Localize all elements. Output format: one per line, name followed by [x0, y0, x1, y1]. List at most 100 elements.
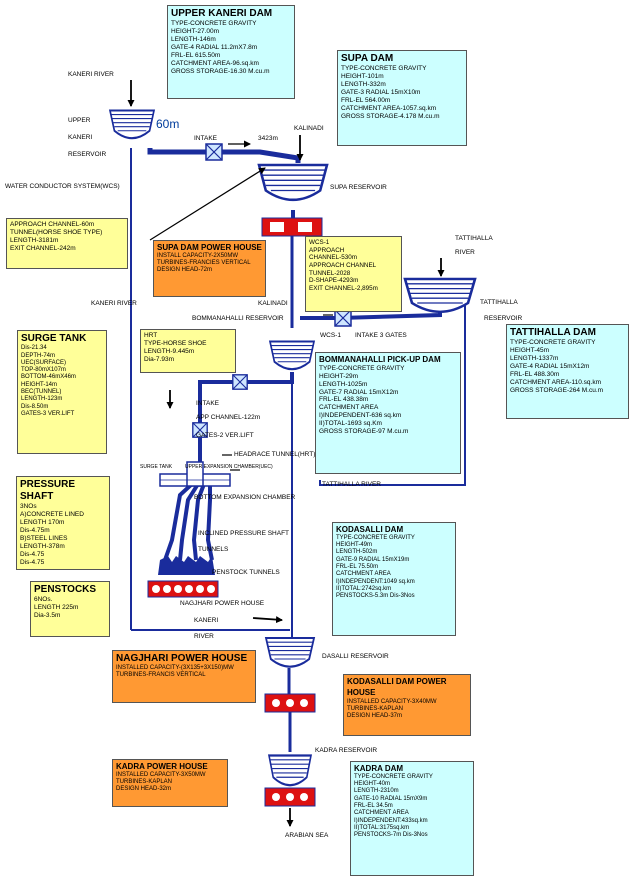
box-line: FRL-EL 488.30m	[510, 370, 560, 378]
box-line: TYPE-CONCRETE GRAVITY	[510, 339, 596, 347]
kodasalli-dam-box: KODASALLI DAM TYPE-CONCRETE GRAVITY HEIG…	[332, 522, 456, 636]
label-kaneri-low: KANERI	[194, 617, 219, 624]
box-line: GATE-9 RADIAL 15mX19m	[336, 556, 410, 563]
box-line: GATES-3 VER.LIFT	[21, 411, 75, 417]
approach-channel-box: APPROACH CHANNEL-60m TUNNEL(HORSE SHOE T…	[6, 218, 128, 269]
label-intake-top: INTAKE	[194, 135, 217, 142]
box-line: Dis-21.34	[21, 345, 47, 352]
box-line: TURBINES-FRANCIES VERTICAL	[157, 260, 251, 267]
box-line: B)STEEL LINES	[20, 535, 68, 543]
label-bec: BOTTOM EXPANSION CHAMBER	[194, 494, 296, 501]
box-line: LENGTH-9.445m	[144, 347, 195, 355]
box-line: WCS-1	[309, 239, 330, 246]
label-tattihalla-river: TATTIHALLA RIVER	[322, 481, 381, 488]
label-app-channel: APP CHANNEL-122m	[196, 414, 261, 421]
box-line: DESIGN HEAD-37m	[347, 713, 403, 720]
box-line: II)TOTAL-1693 sq.Km	[319, 420, 382, 428]
label-surge-tank-small: SURGE TANK	[140, 464, 173, 470]
wcs1-box: WCS-1 APPROACH CHANNEL-530m APPROACH CHA…	[305, 236, 402, 312]
label-kadra-res: KADRA RESERVOIR	[315, 747, 378, 754]
box-line: LENGTH 170m	[20, 519, 65, 527]
surge-tank-shape	[159, 461, 231, 487]
box-line: LENGTH-378m	[20, 542, 65, 550]
supa-power-house-title: SUPA DAM POWER HOUSE	[157, 243, 262, 252]
kadra-power-house-title: KADRA POWER HOUSE	[116, 762, 208, 771]
label-3423m: 3423m	[258, 135, 278, 142]
box-line: 3NOs	[20, 503, 37, 511]
box-line: INSTALL CAPACITY-2X50MW	[157, 252, 239, 259]
box-line: TUNNEL(HORSE SHOE TYPE)	[10, 228, 103, 236]
label-reservoir: RESERVOIR	[68, 151, 107, 158]
box-line: BEC(TUNNEL)	[21, 389, 62, 396]
box-line: PENSTOCKS-7m Dis-3Nos	[354, 832, 428, 839]
box-line: GATE-4 RADIAL 15mX12m	[510, 362, 590, 370]
wcs-leader	[149, 167, 266, 241]
box-line: GATE-7 RADIAL 15mX12m	[319, 388, 399, 396]
tattihalla-dam-box: TATTIHALLA DAM TYPE-CONCRETE GRAVITY HEI…	[506, 324, 629, 419]
box-line: APPROACH CHANNEL	[309, 262, 377, 270]
pressure-shaft-2	[178, 482, 200, 561]
label-arabian-sea: ARABIAN SEA	[285, 832, 329, 839]
box-line: EXIT CHANNEL-2,895m	[309, 285, 378, 293]
bommanahalli-reservoir	[268, 340, 316, 371]
box-line: HEIGHT-101m	[341, 73, 384, 81]
nagjhari-power-house-title: NAGJHARI POWER HOUSE	[116, 653, 248, 664]
kodasalli-dam-title: KODASALLI DAM	[336, 525, 404, 534]
box-line: TUNNEL-2028	[309, 269, 351, 277]
box-line: Dis-4.75	[20, 550, 45, 558]
kadra-turbines	[264, 787, 316, 807]
box-line: INSTALLED CAPACITY-3X50MW	[116, 771, 206, 778]
box-line: CATCHMENT AREA-96.sq.km	[171, 59, 259, 67]
label-kaneri-river-mid: KANERI RIVER	[91, 300, 137, 307]
supa-dam-box: SUPA DAM TYPE-CONCRETE GRAVITY HEIGHT-10…	[337, 50, 467, 146]
box-line: GATE-4 RADIAL 11.2mX7.8m	[171, 43, 258, 51]
box-line: GROSS STORAGE-264 M.cu.m	[510, 386, 604, 394]
label-uec: UPPER EXPANSION CHAMBER(UEC)	[185, 464, 273, 470]
box-line: LENGTH-1025m	[319, 380, 368, 388]
pressure-shaft-box: PRESSURE SHAFT 3NOs A)CONCRETE LINED LEN…	[16, 476, 110, 570]
box-line: GROSS STORAGE-4.178 M.cu.m	[341, 112, 440, 120]
box-line: LENGTH-332m	[341, 81, 386, 89]
box-line: GROSS STORAGE-97 M.cu.m	[319, 428, 409, 436]
box-line: TYPE-CONCRETE GRAVITY	[171, 20, 257, 28]
box-line: HEIGHT-40m	[354, 781, 391, 788]
upper-kaneri-dam-box: UPPER KANERI DAM TYPE-CONCRETE GRAVITY H…	[167, 5, 295, 99]
surge-tank-title: SURGE TANK	[21, 333, 87, 344]
box-line: LENGTH 225m	[34, 604, 79, 612]
box-line: FRL-EL 75.50m	[336, 564, 379, 570]
bommanahalli-dam-title: BOMMANAHALLI PICK-UP DAM	[319, 355, 441, 364]
surge-tank-box: SURGE TANK Dis-21.34 DEPTH-74m UEC(SURFA…	[17, 330, 107, 454]
box-line: GATE-10 RADIAL 15mX9m	[354, 795, 428, 802]
box-line: CATCHMENT AREA	[354, 810, 409, 817]
bommanahalli-dam-box: BOMMANAHALLI PICK-UP DAM TYPE-CONCRETE G…	[315, 352, 461, 474]
kadra-dam-box: KADRA DAM TYPE-CONCRETE GRAVITY HEIGHT-4…	[350, 761, 474, 876]
box-line: HEIGHT-45m	[510, 347, 550, 355]
box-line: DESIGN HEAD-72m	[157, 267, 213, 274]
box-line: LENGTH-502m	[336, 549, 378, 556]
box-line: 6NOs.	[34, 596, 53, 604]
box-line: D-SHAPE-4293m	[309, 277, 359, 285]
box-line: Dia-3.5m	[34, 612, 61, 620]
box-line: HEIGHT-27.00m	[171, 28, 220, 36]
tattihalla-dam-title: TATTIHALLA DAM	[510, 327, 596, 338]
box-line: TURBINES-FRANCIS VERTICAL	[116, 672, 206, 679]
label-penstock-tunnels: PENSTOCK TUNNELS	[212, 569, 280, 576]
box-line: FRL-EL 34.5m	[354, 803, 393, 809]
label-intake-mid: INTAKE	[196, 400, 219, 407]
supa-reservoir	[257, 163, 329, 202]
nagjhari-turbines	[147, 556, 219, 598]
kaneri-low-arrow	[252, 616, 283, 624]
upper-kaneri-reservoir	[108, 109, 156, 140]
intake-gate-bommanahalli	[334, 309, 352, 327]
box-line: INSTALLED CAPACITY-(3X135+3X150)MW	[116, 665, 234, 671]
penstocks-box: PENSTOCKS 6NOs. LENGTH 225m Dia-3.5m	[30, 581, 110, 637]
box-line: BOTTOM-46mX46m	[21, 374, 76, 381]
box-line: CATCHMENT AREA	[319, 404, 379, 412]
label-inclined: INCLINED PRESSURE SHAFT	[198, 530, 290, 537]
label-headrace: HEADRACE TUNNEL(HRT)	[234, 451, 316, 458]
label-60m: 60m	[156, 117, 180, 131]
label-intake-3gates: INTAKE 3 GATES	[355, 332, 407, 339]
box-line: LENGTH-2310m	[354, 788, 399, 795]
label-bommanahalli-res: BOMMANAHALLI RESERVOIR	[192, 315, 284, 322]
